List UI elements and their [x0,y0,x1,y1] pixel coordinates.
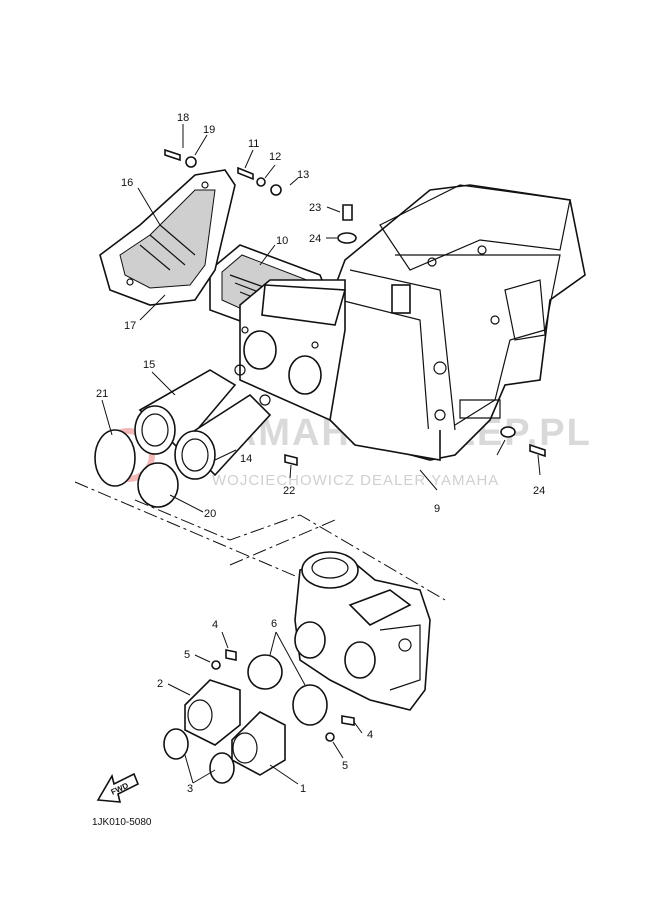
air-box-cover [99,169,236,306]
label-20: 22 [283,485,295,497]
forward-arrow: FWD [96,772,140,803]
bolt-4b-icon [341,715,355,726]
connector-line-3 [229,519,336,566]
leader-lines [101,124,541,785]
label-18: 20 [204,508,216,520]
label-8: 10 [276,235,288,247]
bolt-4a-icon [225,649,237,661]
clamps-upper [94,429,179,508]
bolt-21-icon [342,204,353,221]
label-16: 18 [177,112,189,124]
label-19: 21 [96,388,108,400]
label-17: 19 [203,124,215,136]
joint-2-icon [184,679,241,746]
label-4b: 4 [367,729,373,741]
clamp-6a-icon [247,654,283,690]
watermark-sub-text: WOJCIECHOWICZ DEALER YAMAHA [212,472,499,489]
label-22: 24 [309,233,321,245]
o-ring-3b-icon [209,752,235,784]
fwd-arrow-icon [96,772,140,803]
nut-11-icon [270,184,282,196]
diagram-code: 1JK010-5080 [92,817,152,828]
label-4a: 4 [212,619,218,631]
clamp-6b-icon [292,684,328,726]
label-14: 16 [121,177,133,189]
label-3: 3 [187,783,193,795]
air-box-case [329,184,586,461]
label-13: 15 [143,359,155,371]
washer-5b-icon [325,732,335,742]
carburetor-joints [163,649,355,784]
label-21: 23 [309,202,321,214]
washer-5a-icon [211,660,221,670]
label-5b: 5 [342,760,348,772]
label-9: 11 [248,138,259,150]
washer-10-icon [256,177,266,187]
carburetor-assembly [294,551,431,711]
label-2: 2 [157,678,163,690]
label-10: 12 [269,151,281,163]
air-box-joints [134,364,272,480]
bolt-20-icon [284,453,298,467]
air-box-front-plate [239,279,441,461]
label-7: 9 [434,503,440,515]
fasteners-top [164,148,546,467]
bolt-16-icon [164,148,181,162]
o-ring-3a-icon [163,728,189,760]
bolt-9-icon [237,166,254,181]
washer-24-icon [500,426,516,438]
label-5a: 5 [184,649,190,661]
clamp-18-icon [137,462,179,508]
bolt-23-icon [529,443,546,458]
washer-22-icon [337,232,357,244]
connector-line-1 [74,481,301,579]
label-1: 1 [300,783,306,795]
label-15: 17 [124,320,136,332]
label-12: 14 [240,453,252,465]
clamp-19-icon [94,429,136,487]
connector-line-2 [134,499,446,601]
label-6: 6 [271,618,277,630]
label-11: 13 [297,169,309,181]
label-23: 24 [533,485,545,497]
part-labels: 18 19 11 12 13 16 23 24 10 17 15 21 14 2… [96,112,545,795]
washer-17-icon [185,156,197,168]
